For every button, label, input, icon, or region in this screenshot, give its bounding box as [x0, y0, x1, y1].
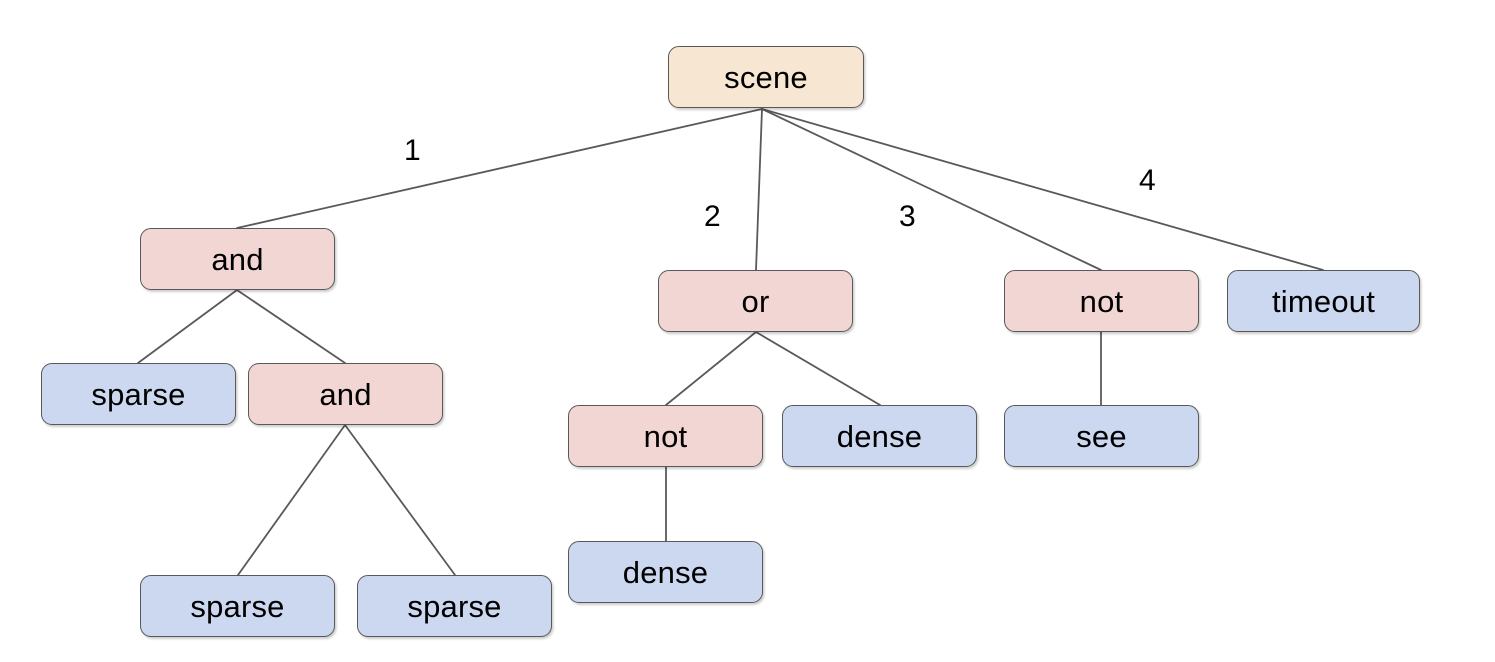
- tree-edge: [344, 424, 456, 576]
- tree-node-label: and: [319, 376, 372, 412]
- tree-node-or1[interactable]: or: [658, 270, 853, 332]
- tree-edge: [236, 108, 763, 229]
- tree-edge: [236, 289, 346, 364]
- tree-node-dense2[interactable]: dense: [568, 541, 763, 603]
- tree-node-label: dense: [622, 554, 709, 590]
- tree-edge: [755, 331, 881, 406]
- tree-edge: [755, 108, 763, 271]
- tree-node-not_r[interactable]: not: [1004, 270, 1199, 332]
- tree-node-label: sparse: [190, 588, 285, 624]
- tree-edge: [137, 289, 238, 364]
- tree-edge: [761, 108, 1324, 271]
- tree-edge: [761, 108, 1102, 271]
- edge-label-1: 1: [404, 134, 421, 167]
- tree-node-dense1[interactable]: dense: [782, 405, 977, 467]
- tree-node-label: and: [211, 241, 264, 277]
- tree-node-sparse1[interactable]: sparse: [41, 363, 236, 425]
- tree-node-label: sparse: [407, 588, 502, 624]
- tree-node-timeout[interactable]: timeout: [1227, 270, 1420, 332]
- tree-node-see[interactable]: see: [1004, 405, 1199, 467]
- edge-label-2: 2: [704, 200, 721, 233]
- tree-node-and1[interactable]: and: [140, 228, 335, 290]
- tree-node-label: timeout: [1271, 283, 1376, 319]
- tree-node-label: dense: [836, 418, 923, 454]
- tree-node-and2[interactable]: and: [248, 363, 443, 425]
- tree-node-label: or: [741, 283, 770, 319]
- tree-edge: [665, 331, 757, 406]
- tree-node-sparse3[interactable]: sparse: [357, 575, 552, 637]
- tree-node-label: not: [1079, 283, 1124, 319]
- tree-node-label: not: [643, 418, 688, 454]
- tree-node-label: see: [1076, 418, 1127, 454]
- edge-label-3: 3: [899, 200, 916, 233]
- tree-edge: [237, 424, 346, 576]
- edge-label-4: 4: [1139, 164, 1156, 197]
- tree-node-scene[interactable]: scene: [668, 46, 864, 108]
- tree-node-label: sparse: [91, 376, 186, 412]
- tree-node-label: scene: [724, 59, 808, 95]
- tree-node-not_m[interactable]: not: [568, 405, 763, 467]
- tree-node-sparse2[interactable]: sparse: [140, 575, 335, 637]
